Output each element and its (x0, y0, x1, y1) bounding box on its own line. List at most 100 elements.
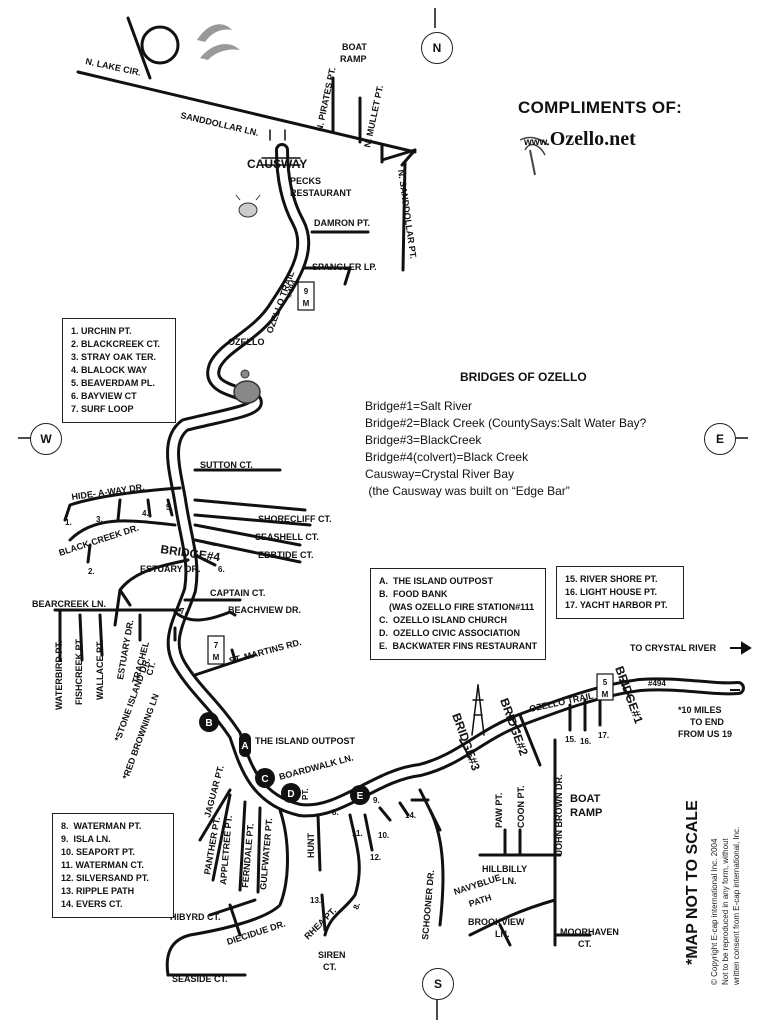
compass-west: W (30, 423, 62, 455)
marker-e-label: E (357, 791, 364, 802)
legend-points: 15. RIVER SHORE PT. 16. LIGHT HOUSE PT. … (556, 566, 684, 619)
label-damron: DAMRON PT. (314, 218, 370, 228)
label-ozello-trail: OZELLO TRAIL (264, 269, 296, 334)
label-causway: CAUSWAY (247, 157, 307, 171)
crab-icon (235, 194, 261, 218)
label-ozello-trail-top: OZELLO (228, 337, 265, 347)
compass-south: S (422, 968, 454, 1000)
label-hillbilly-1: HILLBILLY (482, 864, 527, 874)
palm-tree-icon (519, 136, 549, 176)
label-n-sanddollar-pt: N. SANDDOLLAR PT. (396, 169, 418, 260)
label-to-crystal-river: TO CRYSTAL RIVER (630, 643, 717, 653)
marker-d-icon (281, 783, 301, 803)
label-hillbilly-2: LN. (502, 876, 517, 886)
mile-marker-7 (207, 635, 225, 665)
label-navyblue-2: PATH (468, 892, 493, 909)
svg-text:7.: 7. (180, 607, 187, 616)
label-boat-ramp-2: RAMP (570, 807, 602, 819)
label-boat-ramp-top-1: BOAT (342, 42, 367, 52)
compass-north: N (421, 32, 453, 64)
mile-marker-5 (596, 673, 614, 701)
label-distance-3: FROM US 19 (678, 729, 732, 739)
label-sutton: SUTTON CT. (200, 460, 253, 470)
svg-text:3.: 3. (96, 515, 103, 524)
svg-text:11.: 11. (352, 829, 363, 838)
label-boardwalk: BOARDWALK LN. (278, 752, 354, 781)
svg-text:6.: 6. (218, 565, 225, 574)
label-distance-2: TO END (690, 717, 724, 727)
label-estuary-dr: ESTUARY DR. (140, 564, 201, 574)
label-jaguar: JAGUAR PT. (202, 764, 226, 818)
mile-marker-9 (297, 281, 315, 311)
label-siren-2: CT. (323, 962, 337, 972)
turtle-icon (233, 369, 261, 404)
compliments-title: COMPLIMENTS OF: (518, 98, 683, 117)
label-wallace: WALLACE PT. (95, 640, 105, 700)
label-hunt: HUNT (306, 833, 316, 858)
marker-a-icon (239, 733, 251, 757)
label-captain: CAPTAIN CT. (210, 588, 265, 598)
label-st-martins: ST. MARTINS RD. (228, 637, 303, 666)
svg-text:15.: 15. (565, 735, 576, 744)
label-pecks-1: PECKS (290, 176, 321, 186)
label-hibyrd: HIBYRD CT. (170, 912, 221, 922)
ozello-logo: www.Ozello.net (524, 128, 636, 150)
label-island-outpost: THE ISLAND OUTPOST (255, 736, 356, 746)
svg-text:13.: 13. (310, 896, 321, 905)
svg-text:M: M (213, 653, 220, 662)
svg-text:5: 5 (603, 678, 608, 687)
svg-text:8.: 8. (351, 901, 362, 910)
label-trachel-ct: CT. (144, 661, 157, 677)
label-rhea: RHEA PT. (302, 906, 338, 942)
label-moorhaven-1: MOORHAVEN (560, 927, 619, 937)
label-coon: COON PT. (516, 785, 526, 828)
svg-text:14.: 14. (405, 811, 416, 820)
label-pt: PT. (301, 788, 310, 800)
legend-streets-2: 8. WATERMAN PT. 9. ISLA LN. 10. SEAPORT … (52, 813, 174, 918)
marker-d-label: D (287, 789, 294, 800)
marker-e-icon (350, 785, 370, 805)
label-brookview-1: BROOKVIEW (468, 917, 525, 927)
marker-c-label: C (261, 774, 268, 785)
place-markers (199, 712, 370, 805)
dolphin-icon (197, 24, 240, 60)
label-bearcreek: BEARCREEK LN. (32, 599, 106, 609)
svg-text:17.: 17. (598, 731, 609, 740)
bridges-title: BRIDGES OF OZELLO (460, 370, 587, 384)
marker-c-icon (255, 768, 275, 788)
legend-places: A. THE ISLAND OUTPOST B. FOOD BANK (WAS … (370, 568, 546, 660)
svg-text:M: M (602, 690, 609, 699)
svg-text:9.: 9. (373, 796, 380, 805)
label-beachview: BEACHVIEW DR. (228, 605, 301, 615)
legend-streets-1: 1. URCHIN PT. 2. BLACKCREEK CT. 3. STRAY… (62, 318, 176, 423)
compass-east: E (704, 423, 736, 455)
label-distance-1: *10 MILES (678, 705, 722, 715)
label-ebbtide: EBBTIDE CT. (258, 550, 314, 560)
label-boat-ramp-top-2: RAMP (340, 54, 367, 64)
label-fishcreek: FISHCREEK PT. (74, 637, 84, 705)
label-moorhaven-2: CT. (578, 939, 592, 949)
svg-text:10.: 10. (378, 831, 389, 840)
label-hide-a-way: HIDE- A-WAY DR. (71, 482, 145, 502)
svg-text:16.: 16. (580, 737, 591, 746)
label-siren-1: SIREN (318, 950, 346, 960)
marker-a-label: A (241, 741, 248, 752)
svg-text:12.: 12. (370, 853, 381, 862)
marker-b-label: B (205, 718, 212, 729)
label-brookview-2: LN. (495, 929, 510, 939)
bridges-notes: Bridge#1=Salt River Bridge#2=Black Creek… (365, 399, 647, 498)
svg-text:1.: 1. (65, 518, 72, 527)
svg-text:2.: 2. (88, 567, 95, 576)
svg-text:8.: 8. (332, 808, 339, 817)
label-n-mullet-pt: N. MULLET PT. (362, 84, 385, 148)
label-seashell: SEASHELL CT. (255, 532, 319, 542)
label-boat-ramp-1: BOAT (570, 793, 601, 805)
label-spangler: SPANGLER LP. (312, 262, 377, 272)
svg-text:M: M (303, 299, 310, 308)
label-pecks-2: RESTAURANT (290, 188, 352, 198)
label-john-brown: JOHN BROWN DR. (554, 775, 564, 856)
label-navyblue-1: NAVYBLUE (453, 872, 503, 897)
label-shorecliff: SHORECLIFF CT. (258, 514, 332, 524)
